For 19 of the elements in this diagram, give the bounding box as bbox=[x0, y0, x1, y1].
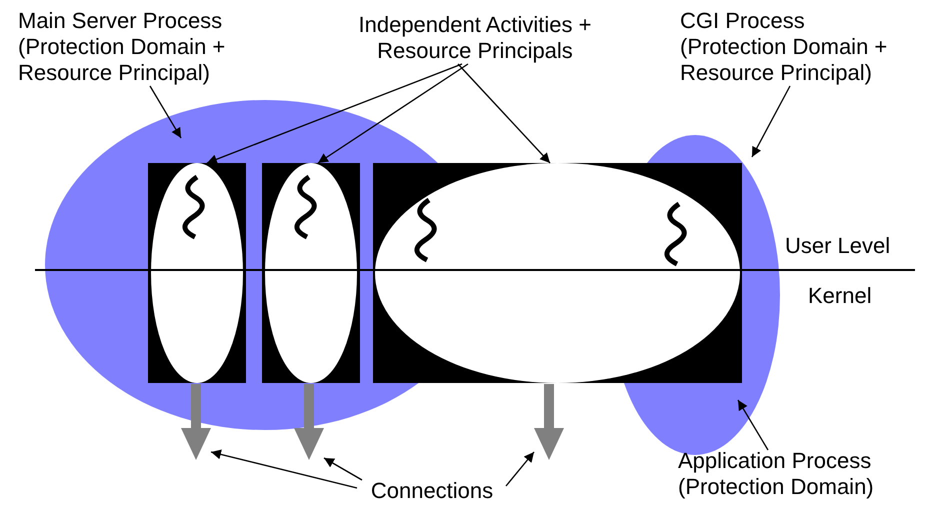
leader-line bbox=[458, 64, 550, 164]
down-arrow bbox=[294, 384, 324, 460]
leader-line bbox=[324, 457, 362, 481]
leader-line bbox=[751, 86, 791, 158]
leader-line bbox=[206, 63, 462, 164]
leader-line bbox=[149, 86, 182, 138]
down-arrow bbox=[181, 384, 211, 460]
annotation-text: Application Process (Protection Domain) bbox=[678, 448, 923, 500]
level-label: Kernel bbox=[808, 283, 872, 309]
level-label: User Level bbox=[785, 233, 890, 259]
annotation-text: Independent Activities + Resource Principals bbox=[330, 12, 620, 64]
leader-line bbox=[737, 400, 769, 450]
annotation-text: Main Server Process (Protection Domain + Resource Principal) bbox=[18, 8, 268, 86]
down-arrow bbox=[534, 384, 564, 460]
leader-line bbox=[506, 452, 534, 486]
leader-line bbox=[210, 450, 358, 489]
annotation-text: CGI Process (Protection Domain + Resource Principal) bbox=[680, 8, 912, 86]
annotation-text: Connections bbox=[357, 478, 507, 504]
leader-line bbox=[318, 63, 468, 164]
